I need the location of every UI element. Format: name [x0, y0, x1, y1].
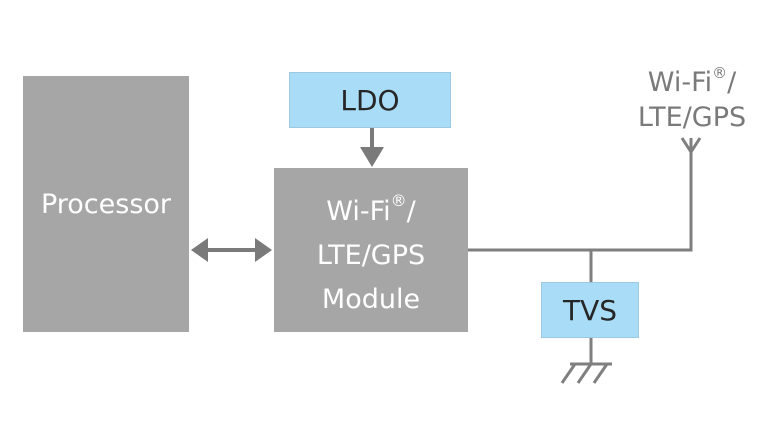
rf-trace	[468, 150, 693, 282]
tvs-block: TVS	[541, 282, 639, 338]
antenna-label-line1: Wi-Fi®/	[647, 64, 737, 98]
ldo-block: LDO	[289, 72, 451, 128]
ldo-label: LDO	[340, 83, 400, 117]
module-label-line1: Wi-Fi®/	[326, 190, 416, 227]
processor-label: Processor	[40, 188, 172, 220]
antenna-icon	[680, 137, 702, 153]
ldo-to-module-arrow	[360, 128, 384, 167]
module-label-line3: Module	[321, 283, 421, 315]
wireless-module-block: Wi-Fi®/ LTE/GPS Module	[274, 168, 468, 332]
ground-icon	[560, 338, 612, 384]
processor-block: Processor	[23, 76, 189, 332]
tvs-label: TVS	[562, 293, 618, 327]
antenna-label-line2: LTE/GPS	[637, 102, 747, 133]
bidirectional-arrow	[191, 238, 272, 262]
antenna-label: Wi-Fi®/ LTE/GPS	[612, 56, 768, 135]
module-label-line2: LTE/GPS	[316, 239, 426, 271]
